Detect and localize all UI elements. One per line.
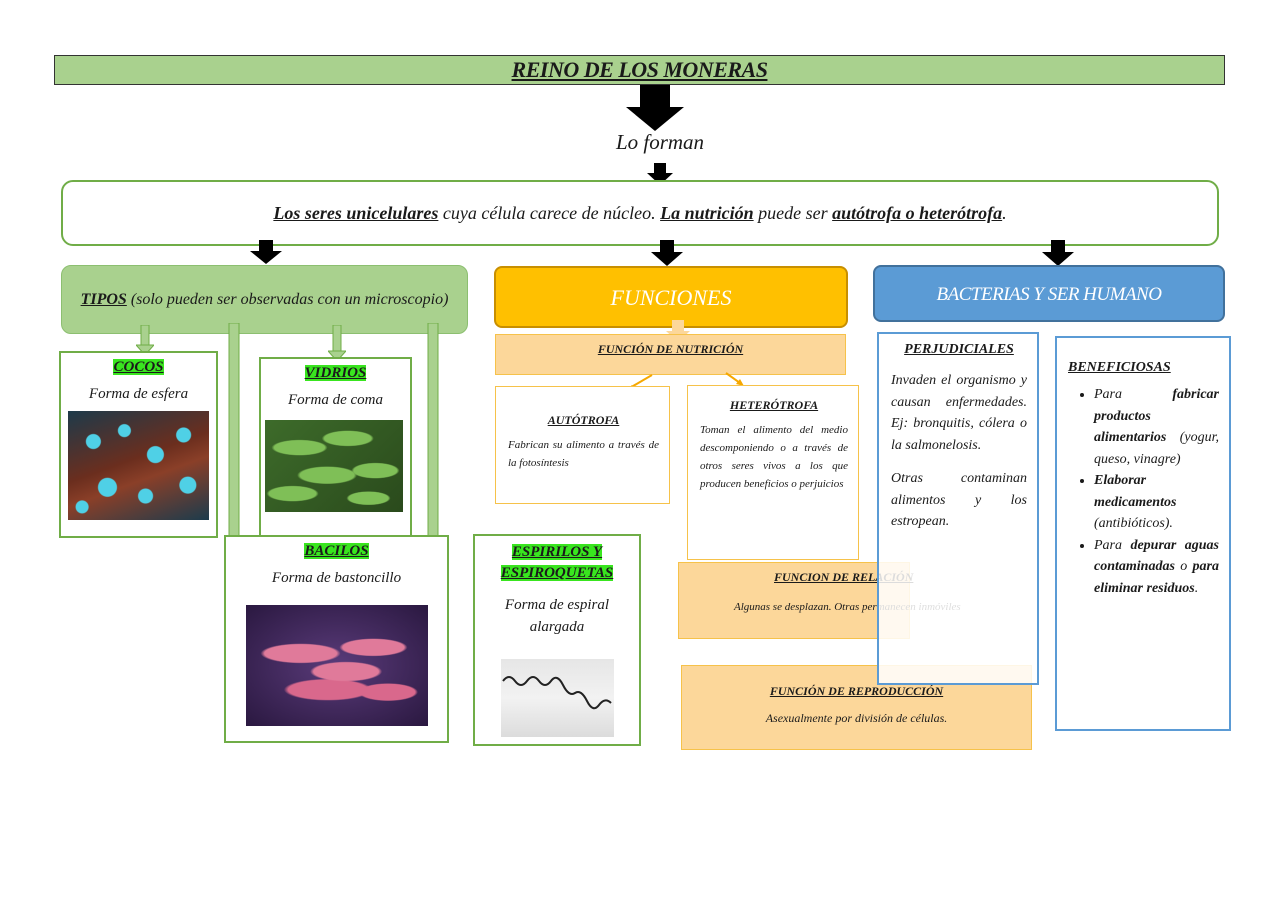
vidrios-title: VIDRIOS	[304, 365, 367, 381]
heterotrofa-text: Toman el alimento del medio descomponien…	[700, 424, 848, 490]
perjudiciales-text2: Otras contaminan alimentos y los estrope…	[891, 471, 1027, 529]
tipos-label: TIPOS	[80, 291, 127, 308]
perjudiciales-box: PERJUDICIALES Invaden el organismo y cau…	[877, 332, 1039, 685]
arrow-down-icon	[422, 322, 444, 557]
list-item: Elaborar medicamentos (antibióticos).	[1094, 470, 1219, 535]
cocos-desc: Forma de esfera	[88, 386, 189, 402]
arrow-down-icon	[626, 85, 684, 131]
bacilos-image	[246, 605, 428, 726]
definition-text: cuya célula carece de núcleo.	[438, 203, 661, 223]
cocos-title: COCOS	[113, 359, 164, 375]
autotrofa-box: AUTÓTROFA Fabrican su alimento a través …	[495, 386, 670, 504]
bacilos-desc: Forma de bastoncillo	[271, 570, 402, 586]
relacion-box	[678, 562, 910, 639]
heterotrofa-title: HETERÓTROFA	[729, 398, 819, 412]
autotrofa-title: AUTÓTROFA	[547, 413, 620, 427]
cocos-image	[68, 411, 209, 520]
arrow-down-icon	[134, 324, 156, 356]
beneficiosas-title: BENEFICIOSAS	[1068, 360, 1171, 375]
espirilos-title-line1: ESPIRILOS Y	[511, 544, 603, 560]
arrow-down-right-icon	[724, 371, 746, 387]
espirilos-desc-line1: Forma de espiral	[504, 597, 610, 613]
arrow-down-icon	[326, 324, 348, 362]
perjudiciales-title: PERJUDICIALES	[904, 342, 1014, 357]
funciones-header: FUNCIONES	[494, 266, 848, 328]
connector-text: Lo forman	[615, 130, 705, 154]
bacterias-header: BACTERIAS Y SER HUMANO	[873, 265, 1225, 322]
tipos-header: TIPOS (solo pueden ser observadas con un…	[61, 265, 468, 334]
arrow-down-icon	[651, 240, 683, 266]
definition-box: Los seres unicelulares cuya célula carec…	[61, 180, 1219, 246]
heterotrofa-box: HETERÓTROFA Toman el alimento del medio …	[687, 385, 859, 560]
list-item: Para depurar aguas contaminadas o para e…	[1094, 535, 1219, 600]
reproduccion-title: FUNCIÓN DE REPRODUCCIÓN	[769, 684, 944, 698]
perjudiciales-text1: Invaden el organismo y causan enfermedad…	[891, 373, 1027, 453]
definition-text: .	[1002, 203, 1007, 223]
page-title: REINO DE LOS MONERAS	[54, 55, 1225, 85]
beneficiosas-box: BENEFICIOSAS Para fabricar productos ali…	[1055, 336, 1231, 731]
arrow-down-icon	[223, 322, 245, 557]
arrow-down-icon	[1042, 240, 1074, 266]
beneficiosas-list: Para fabricar productos alimentarios (yo…	[1068, 384, 1219, 599]
tipos-note: (solo pueden ser observadas con un micro…	[126, 291, 449, 308]
espirilos-title-line2: ESPIROQUETAS	[500, 565, 614, 581]
nutricion-title: FUNCIÓN DE NUTRICIÓN	[597, 342, 744, 356]
list-item: Para fabricar productos alimentarios (yo…	[1094, 384, 1219, 470]
definition-subject: Los seres unicelulares	[273, 203, 439, 223]
definition-nutrition: La nutrición	[660, 203, 754, 223]
vidrios-image	[265, 420, 403, 512]
vidrios-desc: Forma de coma	[288, 392, 383, 408]
espirilos-desc-line2: alargada	[529, 619, 585, 635]
bacilos-title: BACILOS	[304, 543, 369, 559]
arrow-down-icon	[647, 163, 673, 185]
arrow-down-icon	[250, 240, 282, 264]
definition-types: autótrofa o heterótrofa	[832, 203, 1003, 223]
espirilos-image	[501, 659, 614, 737]
autotrofa-text: Fabrican su alimento a través de la foto…	[508, 439, 659, 469]
definition-text: puede ser	[753, 203, 833, 223]
reproduccion-text: Asexualmente por división de células.	[765, 711, 948, 725]
nutricion-bar: FUNCIÓN DE NUTRICIÓN	[495, 334, 846, 375]
